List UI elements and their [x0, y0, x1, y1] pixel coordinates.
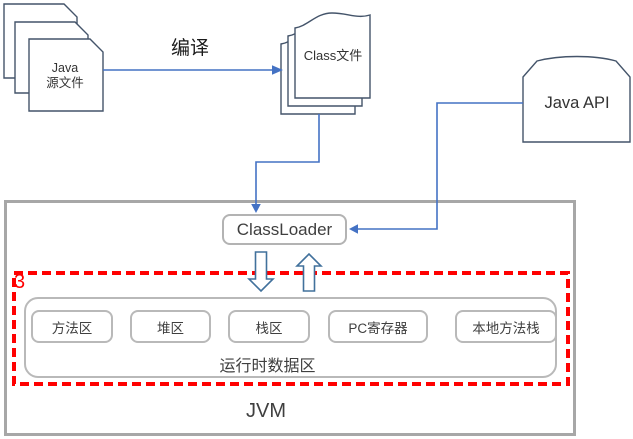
node-classloader: ClassLoader — [222, 214, 347, 245]
compile-label: 编译 — [170, 38, 209, 59]
compile-arrowhead — [272, 65, 283, 75]
node-method-area-label: 方法区 — [51, 320, 93, 336]
jvm-label: JVM — [246, 400, 286, 422]
node-pc-register-label: PC寄存器 — [348, 320, 408, 336]
node-method-area: 方法区 — [31, 310, 113, 343]
node-native-method-stack-label: 本地方法栈 — [472, 320, 540, 336]
java-source-label-line1: Java — [51, 61, 79, 75]
java-source-label-line2: 源文件 — [46, 76, 84, 90]
classloader-label: ClassLoader — [236, 219, 333, 239]
connector-classfile-to-classloader — [251, 114, 320, 213]
java-source-files-shape — [3, 3, 104, 112]
node-stack-area: 栈区 — [228, 310, 310, 343]
node-heap-area: 堆区 — [130, 310, 211, 343]
java-source-label: Java 源文件 — [27, 61, 103, 91]
java-api-label: Java API — [544, 94, 610, 112]
node-heap-area-label: 堆区 — [157, 320, 184, 336]
node-pc-register: PC寄存器 — [328, 310, 428, 343]
class-file-page-back-shape — [280, 28, 356, 115]
node-stack-area-label: 栈区 — [255, 320, 283, 336]
annotation-number: 3 — [14, 271, 26, 293]
class-file-label: Class文件 — [303, 48, 363, 63]
connector-compile-arrow — [103, 65, 283, 75]
runtime-data-area-label: 运行时数据区 — [219, 358, 316, 375]
node-native-method-stack: 本地方法栈 — [455, 310, 557, 343]
